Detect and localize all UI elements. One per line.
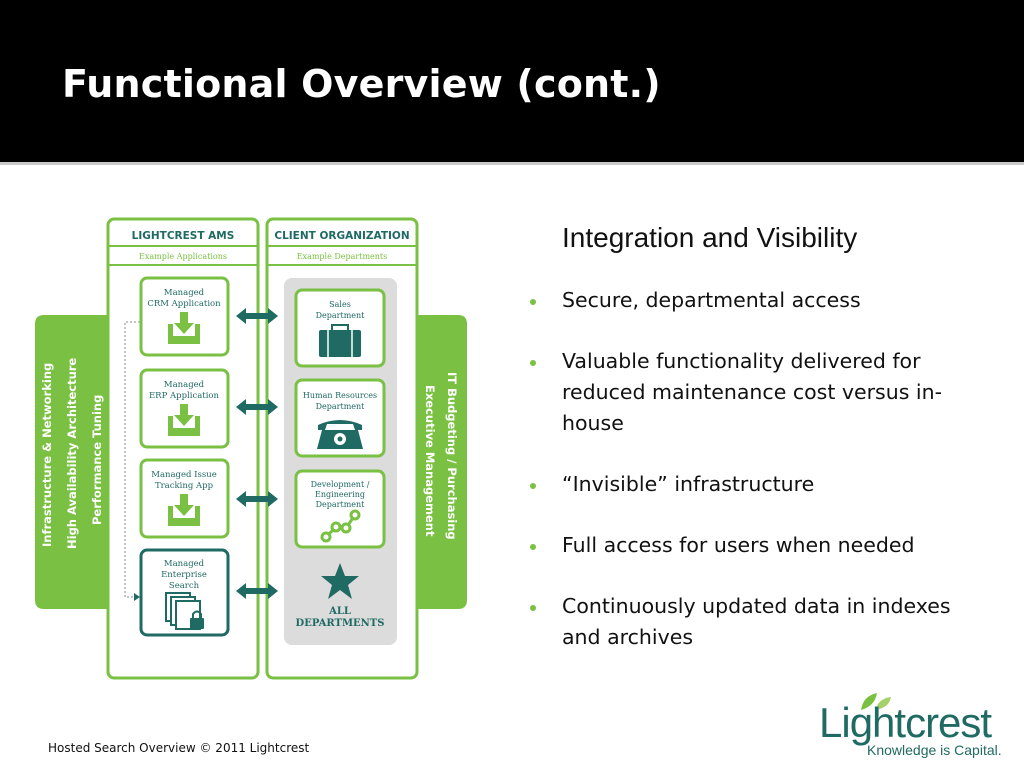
svg-text:Enterprise: Enterprise — [161, 570, 207, 580]
svg-text:Department: Department — [316, 402, 366, 411]
bullet-dot-icon — [530, 544, 536, 550]
vertical-label-it-budgeting: IT Budgeting / Purchasing — [445, 372, 459, 540]
inbox-download-icon — [168, 312, 200, 344]
bullet-item: Full access for users when needed — [530, 530, 960, 561]
departments-panel — [284, 278, 397, 645]
vertical-label-performance: Performance Tuning — [90, 395, 104, 525]
inbox-download-icon — [168, 494, 200, 526]
bullet-item: Secure, departmental access — [530, 285, 960, 316]
vertical-label-infrastructure: Infrastructure & Networking — [40, 363, 54, 547]
connector-arrows — [236, 308, 278, 599]
all-departments-label-2: DEPARTMENTS — [296, 618, 385, 629]
logo-wordmark: Lightcrest — [819, 699, 992, 746]
bullet-text: Full access for users when needed — [562, 533, 915, 557]
bullet-dot-icon — [530, 299, 536, 305]
all-departments-label-1: ALL — [328, 606, 351, 617]
double-arrow-icon — [236, 491, 278, 507]
dept-box-sales: Sales Department — [294, 288, 386, 368]
bullet-item: “Invisible” infrastructure — [530, 469, 960, 500]
slide-title: Functional Overview (cont.) — [62, 62, 661, 106]
slide-content: Infrastructure & Networking High Availab… — [0, 165, 1024, 768]
logo-tagline: Knowledge is Capital. — [867, 742, 1002, 758]
right-management-bar — [417, 315, 467, 609]
app-box-crm: Managed CRM Application — [139, 276, 230, 357]
dept-box-human-resources: Human Resources Department — [294, 378, 386, 458]
bullet-dot-icon — [530, 605, 536, 611]
section-heading: Integration and Visibility — [562, 222, 858, 253]
vertical-label-executive: Executive Management — [423, 385, 437, 537]
svg-text:Human Resources: Human Resources — [303, 391, 377, 400]
lightcrest-ams-header: LIGHTCREST AMS — [132, 230, 235, 242]
svg-text:Engineering: Engineering — [315, 490, 365, 499]
app-box-enterprise-search: Managed Enterprise Search — [139, 548, 230, 637]
inbox-download-icon — [168, 404, 200, 436]
example-applications-label: Example Applications — [139, 252, 227, 261]
briefcase-icon — [319, 324, 361, 357]
client-organization-header: CLIENT ORGANIZATION — [274, 230, 409, 242]
search-connector-line — [124, 321, 140, 598]
svg-text:Development /: Development / — [311, 480, 370, 489]
double-arrow-icon — [236, 583, 278, 599]
double-arrow-icon — [236, 399, 278, 415]
left-infrastructure-bar — [35, 315, 108, 609]
bullet-item: Continuously updated data in indexes and… — [530, 591, 960, 653]
architecture-diagram: Infrastructure & Networking High Availab… — [35, 217, 467, 680]
example-departments-label: Example Departments — [297, 252, 388, 261]
app-box-issue-tracking: Managed Issue Tracking App — [139, 458, 230, 539]
bullet-list: Secure, departmental access Valuable fun… — [530, 285, 960, 683]
bullet-dot-icon — [530, 360, 536, 366]
vertical-label-high-availability: High Availability Architecture — [65, 358, 79, 549]
svg-text:Managed: Managed — [164, 559, 205, 569]
svg-text:Department: Department — [316, 311, 366, 320]
double-arrow-icon — [236, 308, 278, 324]
bullet-text: Secure, departmental access — [562, 288, 861, 312]
bullet-text: Continuously updated data in indexes and… — [562, 594, 951, 649]
svg-text:Managed Issue: Managed Issue — [151, 470, 217, 480]
svg-text:Managed: Managed — [164, 288, 205, 298]
svg-text:Department: Department — [316, 500, 366, 509]
svg-text:Managed: Managed — [164, 380, 205, 390]
slide-footer: Hosted Search Overview © 2011 Lightcrest — [48, 741, 310, 755]
leaf-icon — [861, 693, 891, 713]
lightcrest-logo: Lightcrest Knowledge is Capital. — [815, 690, 1015, 760]
bullet-item: Valuable functionality delivered for red… — [530, 346, 960, 439]
svg-text:Search: Search — [169, 581, 200, 591]
locked-documents-icon — [165, 592, 204, 630]
title-divider — [0, 162, 1024, 165]
app-box-erp: Managed ERP Application — [139, 368, 230, 449]
growth-chain-icon — [320, 509, 361, 543]
bullet-text: Valuable functionality delivered for red… — [562, 349, 943, 435]
svg-text:Tracking App: Tracking App — [155, 481, 214, 491]
bullet-dot-icon — [530, 483, 536, 489]
title-band: Functional Overview (cont.) — [0, 0, 1024, 160]
star-icon — [321, 563, 359, 599]
telephone-icon — [317, 420, 363, 449]
dept-box-development: Development / Engineering Department — [294, 469, 386, 549]
svg-text:Sales: Sales — [329, 300, 351, 309]
bullet-text: “Invisible” infrastructure — [562, 472, 815, 496]
svg-text:CRM Application: CRM Application — [147, 299, 221, 309]
svg-text:ERP Application: ERP Application — [149, 391, 220, 401]
